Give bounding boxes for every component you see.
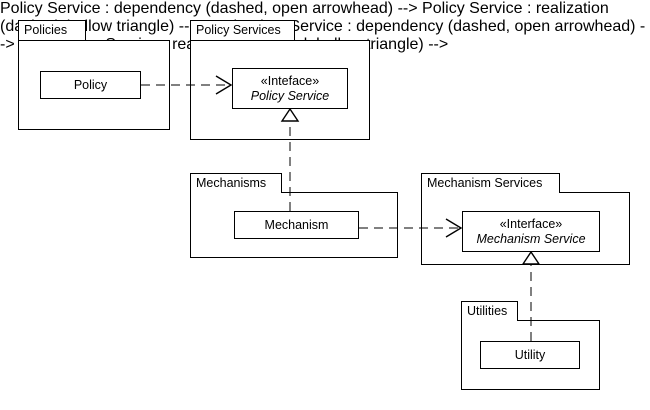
class-policy-label: Policy (73, 77, 108, 92)
class-policy[interactable]: Policy (40, 71, 141, 99)
package-policy-services-tab-label: Policy Services (190, 20, 295, 40)
package-mechanism-services-tab-label: Mechanism Services (421, 173, 560, 193)
class-mechanism-label: Mechanism (264, 217, 329, 232)
interface-policy-service-label: Policy Service (250, 88, 330, 103)
class-utility-label: Utility (514, 347, 546, 362)
class-utility[interactable]: Utility (480, 341, 580, 369)
interface-mechanism-service-label: Mechanism Service (476, 231, 586, 246)
class-mechanism[interactable]: Mechanism (234, 211, 359, 239)
interface-policy-service-stereotype: «Inteface» (260, 73, 320, 88)
interface-mechanism-service[interactable]: «Interface» Mechanism Service (462, 211, 600, 252)
package-policies-tab-label: Policies (18, 20, 86, 40)
package-utilities-tab-label: Utilities (461, 301, 518, 321)
interface-mechanism-service-stereotype: «Interface» (499, 216, 563, 231)
interface-policy-service[interactable]: «Inteface» Policy Service (232, 68, 348, 109)
package-mechanisms-tab-label: Mechanisms (190, 173, 282, 193)
